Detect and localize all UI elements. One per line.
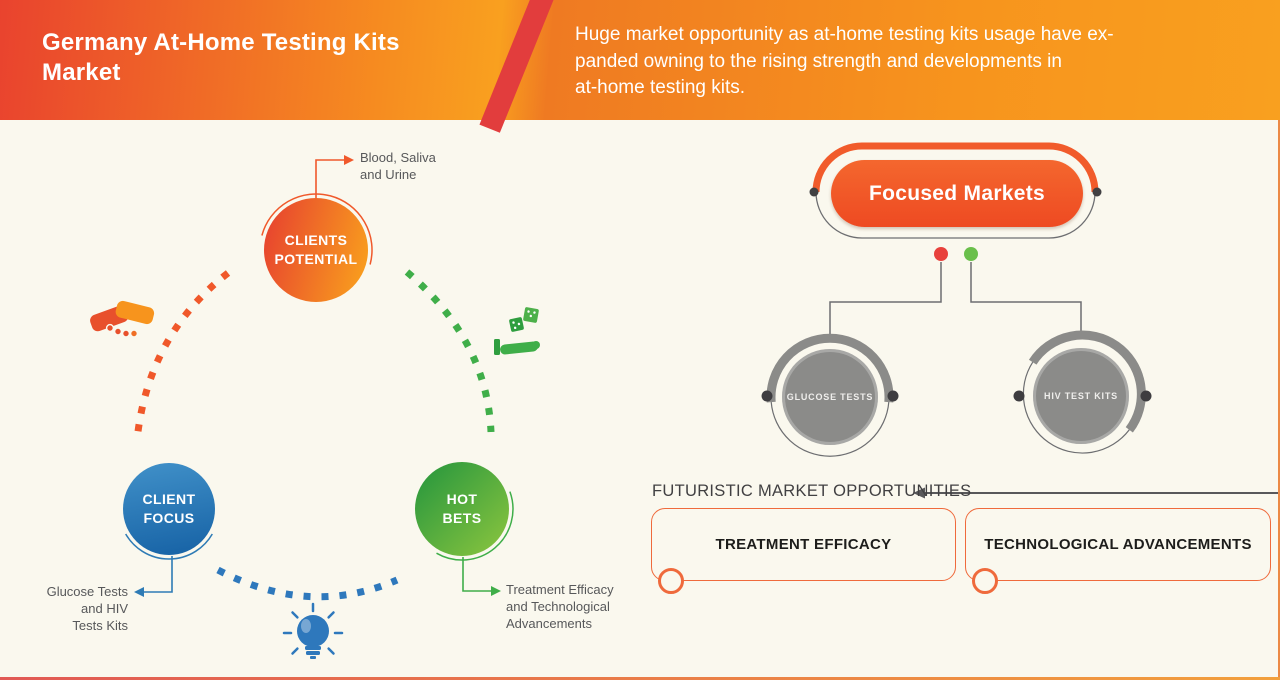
hot-bets-connector — [462, 557, 501, 596]
child-circle-glucose-tests: GLUCOSE TESTS — [782, 349, 878, 445]
lightbulb-icon — [282, 602, 344, 659]
annotation-client-focus: Glucose Tests and HIV Tests Kits — [46, 584, 128, 633]
green-marker-dot — [964, 247, 978, 261]
page-subtitle: Huge market opportunity as at-home testi… — [575, 24, 1114, 99]
treatment-efficacy-label: TREATMENT EFFICACY — [715, 536, 892, 553]
focused-markets-tree — [829, 247, 1082, 340]
blue-node-ring-arc — [125, 533, 213, 560]
opportunities-arrow — [913, 487, 1280, 499]
opportunities-heading: FUTURISTIC MARKET OPPORTUNITIES — [652, 482, 972, 500]
header-banner: Germany At-Home Testing Kits Market Huge… — [0, 0, 1280, 133]
hiv-test-kits-label: HIV TEST KITS — [1044, 391, 1118, 401]
glucose-circle-decoration — [761, 333, 899, 457]
stadium-right-dot — [1092, 187, 1102, 197]
node-hot-bets: HOT BETS — [415, 462, 509, 556]
handshake-icon — [90, 300, 155, 338]
focused-markets-label: Focused Markets — [868, 181, 1046, 205]
annotation-clients-potential: Blood, Saliva and Urine — [360, 150, 436, 182]
orange-node-ring-arc — [261, 193, 373, 265]
child-circle-hiv-test-kits: HIV TEST KITS — [1033, 348, 1129, 444]
opportunity-ring-icon — [658, 568, 684, 594]
glucose-tests-label: GLUCOSE TESTS — [786, 392, 874, 402]
right-border-line — [1278, 120, 1280, 677]
opportunity-box-technological-advancements: TECHNOLOGICAL ADVANCEMENTS — [965, 508, 1271, 581]
technological-advancements-label: TECHNOLOGICAL ADVANCEMENTS — [984, 536, 1252, 553]
page-title: Germany At-Home Testing Kits Market — [42, 29, 400, 87]
dice-hand-icon — [494, 307, 540, 355]
hiv-circle-decoration — [1013, 330, 1152, 454]
dotted-arc-orange — [133, 270, 231, 441]
clients-potential-connector — [315, 155, 354, 198]
dotted-arc-blue — [216, 566, 399, 601]
focused-markets-decoration — [809, 142, 1102, 239]
client-focus-connector — [134, 556, 173, 597]
annotation-hot-bets: Treatment Efficacy and Technological Adv… — [506, 582, 614, 631]
focused-markets-pill: Focused Markets — [831, 160, 1083, 227]
red-marker-dot — [934, 247, 948, 261]
dotted-arc-green — [404, 269, 495, 433]
stadium-left-dot — [809, 187, 819, 197]
opportunity-box-treatment-efficacy: TREATMENT EFFICACY — [651, 508, 956, 581]
node-client-focus: CLIENT FOCUS — [123, 463, 215, 555]
opportunity-ring-icon — [972, 568, 998, 594]
green-node-ring-arc — [436, 491, 514, 561]
footer-accent-line — [0, 677, 1280, 680]
node-clients-potential: CLIENTS POTENTIAL — [264, 198, 368, 302]
